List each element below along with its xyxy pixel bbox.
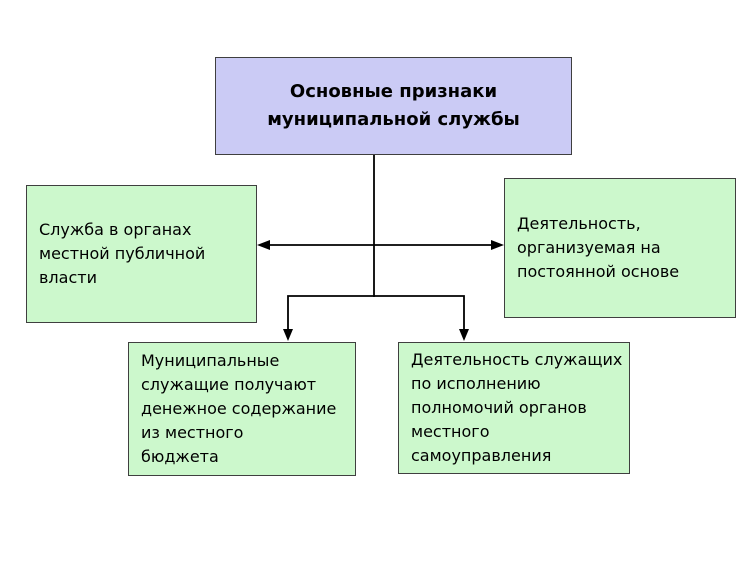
arrowhead-right-icon bbox=[491, 240, 504, 250]
node-monetary-maintenance-from-budget: Муниципальные служащие получают денежное… bbox=[128, 342, 356, 476]
node-text: Служба в органах местной публичной власт… bbox=[39, 220, 206, 287]
title-box: Основные признаки муниципальной службы bbox=[215, 57, 572, 155]
title-text: Основные признаки муниципальной службы bbox=[267, 81, 520, 130]
arrowhead-down-left-icon bbox=[283, 329, 293, 341]
node-service-in-public-authorities: Служба в органах местной публичной власт… bbox=[26, 185, 257, 323]
connector-bottom-bracket bbox=[287, 295, 465, 333]
node-executing-local-government-powers: Деятельность служащих по исполнению полн… bbox=[398, 342, 630, 474]
arrowhead-down-right-icon bbox=[459, 329, 469, 341]
node-permanent-basis-activity: Деятельность, организуемая на постоянной… bbox=[504, 178, 736, 318]
node-text: Муниципальные служащие получают денежное… bbox=[141, 351, 337, 466]
arrowhead-left-icon bbox=[257, 240, 270, 250]
node-text: Деятельность служащих по исполнению полн… bbox=[411, 350, 623, 465]
node-text: Деятельность, организуемая на постоянной… bbox=[517, 214, 680, 281]
